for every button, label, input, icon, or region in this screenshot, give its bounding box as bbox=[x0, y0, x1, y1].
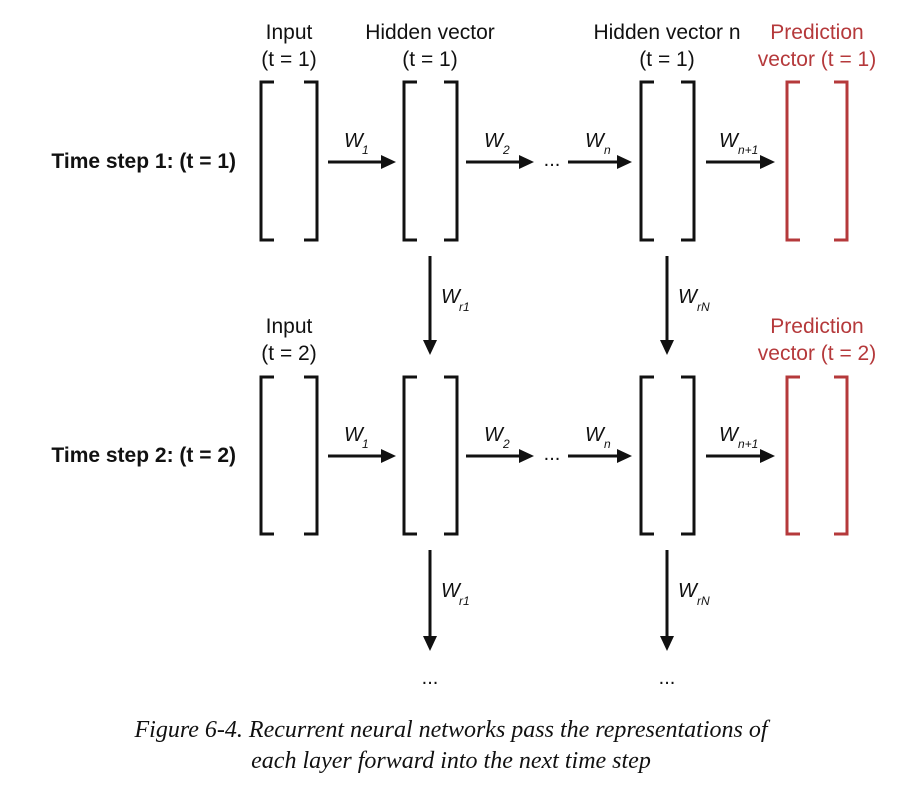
weight-wn1-t1: W bbox=[719, 130, 740, 152]
label-input-t1-line2: (t = 1) bbox=[261, 48, 316, 71]
label-hidden1-t1-line2: (t = 1) bbox=[402, 48, 457, 71]
arrow-wrn-t2-to-next bbox=[660, 550, 674, 651]
arrow-wn1-t2 bbox=[706, 449, 775, 463]
rnn-diagram: Input (t = 1) Hidden vector (t = 1) Hidd… bbox=[51, 21, 876, 689]
weight-wn-t1-sub: n bbox=[604, 143, 611, 157]
ellipsis-next-left: ... bbox=[422, 667, 439, 689]
weight-wr1-t1-sub: r1 bbox=[459, 300, 470, 314]
row-label-time-step-1: Time step 1: (t = 1) bbox=[51, 150, 236, 173]
weight-wrn-t2-sub: rN bbox=[697, 594, 710, 608]
figure-caption: Figure 6-4. Recurrent neural networks pa… bbox=[0, 715, 902, 777]
label-pred-t2-line1: Prediction bbox=[770, 315, 863, 338]
label-hiddenn-t1-line1: Hidden vector n bbox=[593, 21, 740, 44]
label-pred-t1-line2: vector (t = 1) bbox=[758, 48, 876, 71]
ellipsis-t1: ... bbox=[544, 149, 561, 171]
weight-w1-t2-sub: 1 bbox=[362, 437, 369, 451]
ellipsis-t2: ... bbox=[544, 443, 561, 465]
weight-wr1-t2-sub: r1 bbox=[459, 594, 470, 608]
input-vector-t1 bbox=[259, 80, 319, 242]
weight-w1-t2: W bbox=[344, 424, 365, 446]
arrow-wrn-t1-to-t2 bbox=[660, 256, 674, 355]
weight-w1-t1: W bbox=[344, 130, 365, 152]
weight-wn1-t1-sub: n+1 bbox=[738, 143, 758, 157]
ellipsis-next-right: ... bbox=[659, 667, 676, 689]
weight-wrn-t2: W bbox=[678, 580, 699, 602]
arrow-w2-t2 bbox=[466, 449, 534, 463]
label-hidden1-t1-line1: Hidden vector bbox=[365, 21, 495, 44]
arrow-w1-t1 bbox=[328, 155, 396, 169]
row-label-time-step-2: Time step 2: (t = 2) bbox=[51, 444, 236, 467]
weight-wrn-t1-sub: rN bbox=[697, 300, 710, 314]
label-hiddenn-t1-line2: (t = 1) bbox=[639, 48, 694, 71]
label-input-t2-line1: Input bbox=[266, 315, 313, 338]
input-vector-t2 bbox=[259, 375, 319, 536]
arrow-wr1-t1-to-t2 bbox=[423, 256, 437, 355]
weight-w2-t2-sub: 2 bbox=[502, 437, 510, 451]
label-input-t1-line1: Input bbox=[266, 21, 313, 44]
hidden-vector-1-t2 bbox=[402, 375, 459, 536]
hidden-vector-n-t2 bbox=[639, 375, 696, 536]
caption-line-1: Figure 6-4. Recurrent neural networks pa… bbox=[134, 717, 768, 743]
weight-w2-t1-sub: 2 bbox=[502, 143, 510, 157]
label-pred-t2-line2: vector (t = 2) bbox=[758, 342, 876, 365]
hidden-vector-1-t1 bbox=[402, 80, 459, 242]
arrow-wn-t2 bbox=[568, 449, 632, 463]
weight-wn-t2-sub: n bbox=[604, 437, 611, 451]
weight-w2-t2: W bbox=[484, 424, 505, 446]
weight-wr1-t1: W bbox=[441, 286, 462, 308]
label-input-t2-line2: (t = 2) bbox=[261, 342, 316, 365]
weight-w1-t1-sub: 1 bbox=[362, 143, 369, 157]
weight-wn-t2: W bbox=[585, 424, 606, 446]
caption-line-2: each layer forward into the next time st… bbox=[251, 748, 651, 774]
arrow-wn1-t1 bbox=[706, 155, 775, 169]
weight-wn1-t2: W bbox=[719, 424, 740, 446]
arrow-w1-t2 bbox=[328, 449, 396, 463]
weight-wr1-t2: W bbox=[441, 580, 462, 602]
weight-wn-t1: W bbox=[585, 130, 606, 152]
label-pred-t1-line1: Prediction bbox=[770, 21, 863, 44]
weight-wn1-t2-sub: n+1 bbox=[738, 437, 758, 451]
arrow-wn-t1 bbox=[568, 155, 632, 169]
arrow-w2-t1 bbox=[466, 155, 534, 169]
hidden-vector-n-t1 bbox=[639, 80, 696, 242]
arrow-wr1-t2-to-next bbox=[423, 550, 437, 651]
prediction-vector-t1 bbox=[785, 80, 849, 242]
prediction-vector-t2 bbox=[785, 375, 849, 536]
weight-w2-t1: W bbox=[484, 130, 505, 152]
weight-wrn-t1: W bbox=[678, 286, 699, 308]
